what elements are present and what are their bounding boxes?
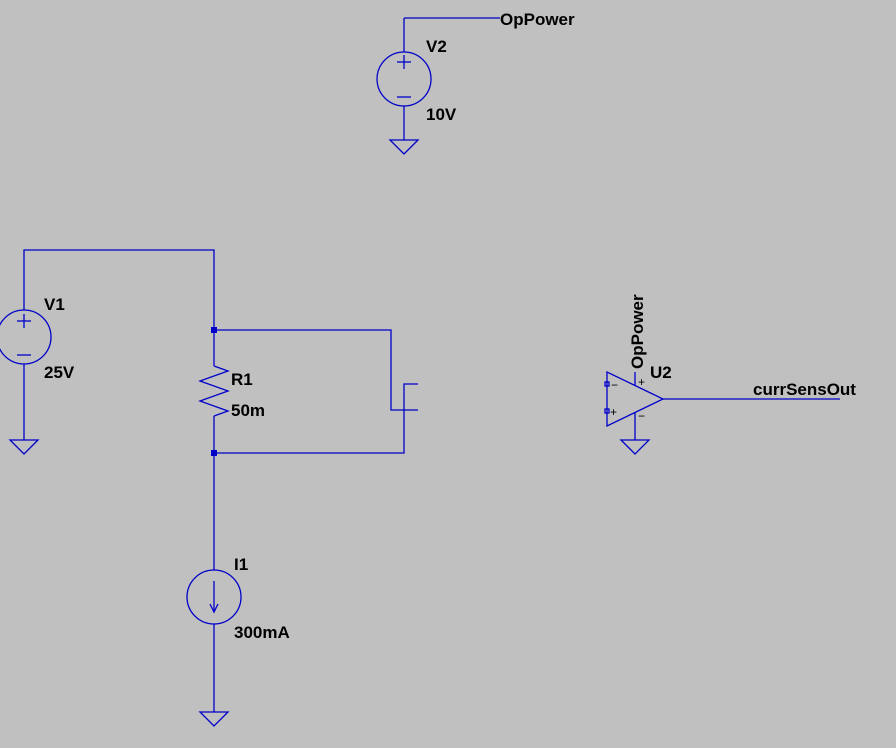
u2-supply-minus-sign: − xyxy=(638,409,645,423)
v2-source[interactable] xyxy=(376,17,500,155)
net-label-oppower: OpPower xyxy=(500,10,575,29)
ground-icon xyxy=(198,711,230,727)
r1-resistor[interactable] xyxy=(198,330,230,453)
ground-icon xyxy=(8,439,40,455)
v2-value: 10V xyxy=(426,105,457,124)
u2-ref: U2 xyxy=(650,363,672,382)
u2-inv-input-pin[interactable] xyxy=(604,381,610,387)
v1-circle xyxy=(0,309,52,365)
r1-zigzag xyxy=(198,365,230,417)
wire-v1-top xyxy=(23,249,215,330)
r1-value: 50m xyxy=(231,401,265,420)
junction-dot xyxy=(211,327,217,333)
i1-value: 300mA xyxy=(234,623,290,642)
u2-noninv-input-pin[interactable] xyxy=(604,408,610,414)
wire-sense-bottom xyxy=(214,383,418,454)
r1-ref: R1 xyxy=(231,370,253,389)
v1-source[interactable] xyxy=(0,249,215,455)
ground-icon xyxy=(619,439,651,455)
i1-current-source[interactable] xyxy=(186,453,242,727)
v1-value: 25V xyxy=(44,363,75,382)
net-label-currsensout: currSensOut xyxy=(753,380,856,399)
v1-ref: V1 xyxy=(44,295,65,314)
arrow-down-icon xyxy=(209,603,219,614)
ground-icon xyxy=(388,139,420,155)
net-label-oppower-u2: OpPower xyxy=(628,294,647,369)
u2-inv-sign: − xyxy=(611,378,618,392)
u2-opamp[interactable]: − + + − xyxy=(604,370,840,455)
u2-supply-plus-sign: + xyxy=(638,375,645,389)
i1-ref: I1 xyxy=(234,555,248,574)
v2-ref: V2 xyxy=(426,37,447,56)
u2-noninv-sign: + xyxy=(610,405,617,419)
